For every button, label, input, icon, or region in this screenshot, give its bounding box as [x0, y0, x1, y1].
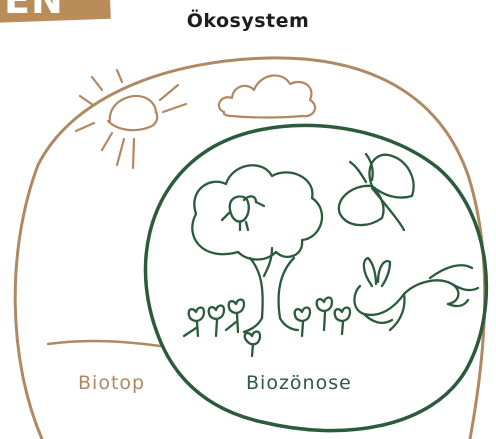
cloud-icon [219, 75, 315, 117]
rabbit-icon [354, 258, 478, 330]
bird-icon [222, 196, 264, 230]
ground-line [48, 341, 160, 346]
biotope-label: Biotop [78, 372, 145, 394]
biocoenosis-label: Biozönose [246, 372, 352, 394]
butterfly-icon [339, 154, 414, 230]
flowers-icon [184, 298, 350, 357]
